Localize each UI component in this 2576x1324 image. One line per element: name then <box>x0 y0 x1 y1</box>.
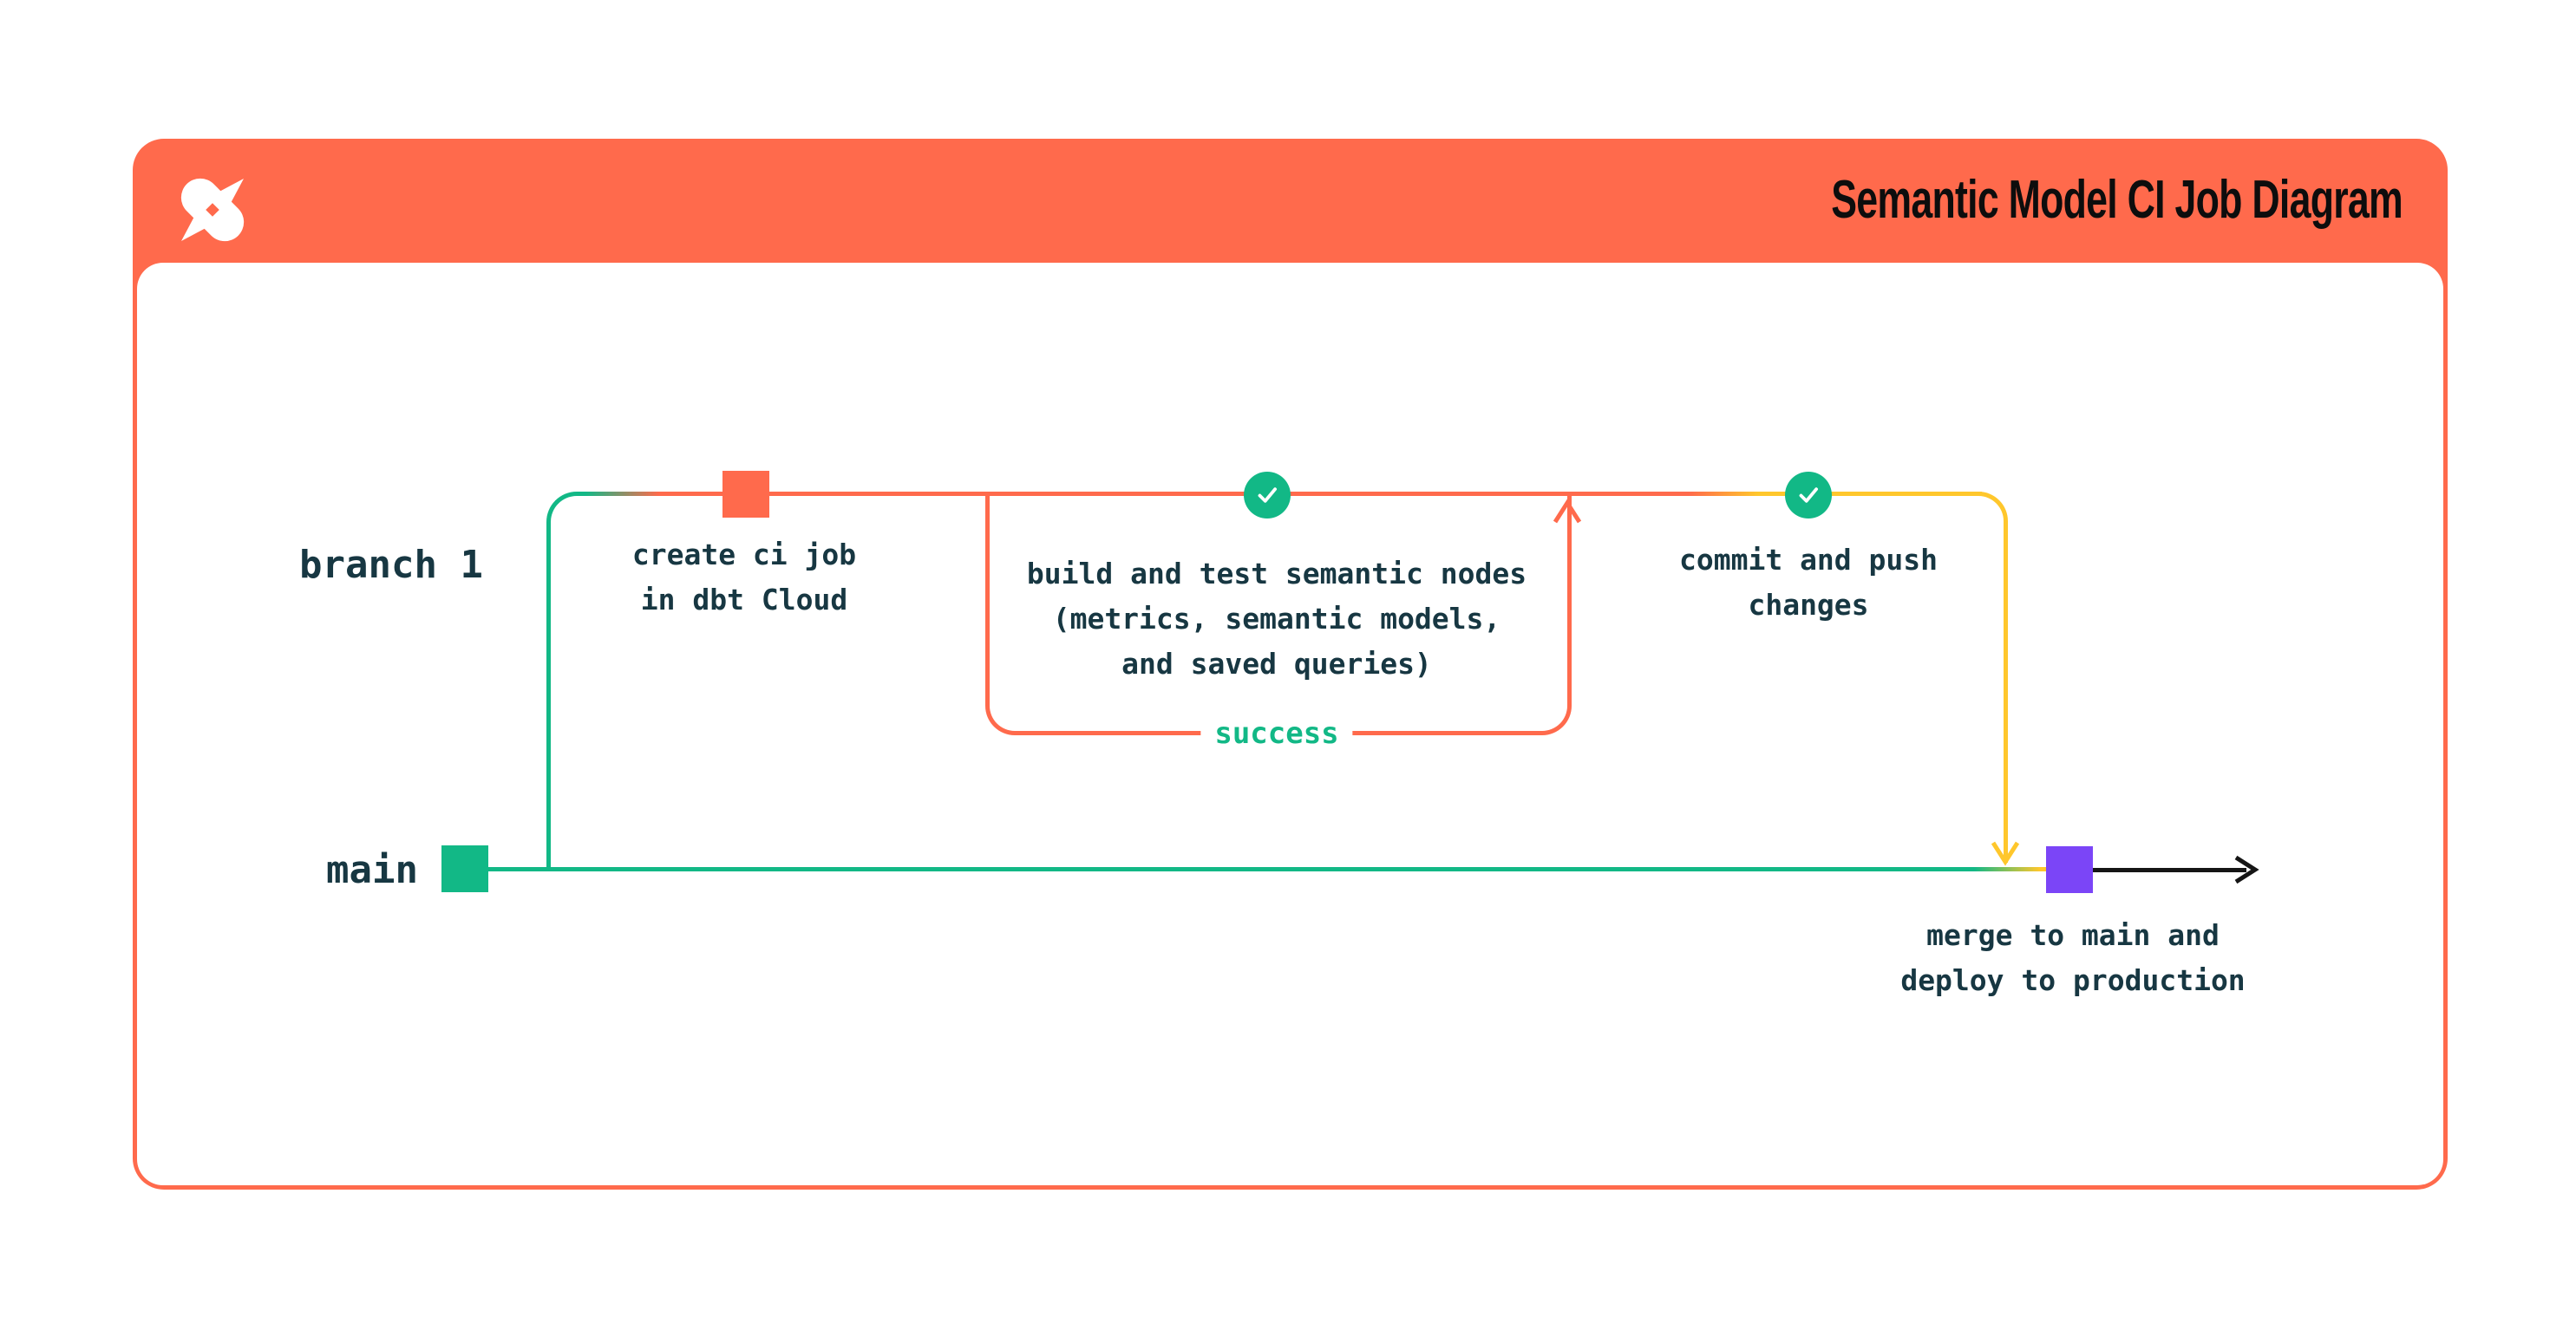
branch-merge-line <box>1978 492 2008 863</box>
deploy-line <box>2073 868 2246 872</box>
main-label: main <box>326 848 418 892</box>
success-label: success <box>1200 711 1353 756</box>
dbt-logo-icon <box>169 166 256 253</box>
arrow-down-icon <box>1991 841 2020 866</box>
merge-label: merge to main and deploy to production <box>1900 918 2246 997</box>
page-title: Semantic Model CI Job Diagram <box>1831 170 2403 230</box>
arrow-up-icon <box>1553 499 1582 524</box>
branch-label: branch 1 <box>299 543 483 587</box>
merge-node <box>2046 846 2093 893</box>
build-test-label: build and test semantic nodes (metrics, … <box>1026 557 1527 681</box>
branch-riser-line <box>546 492 579 871</box>
check-icon <box>1785 472 1832 519</box>
create-ci-node <box>722 471 769 518</box>
create-ci-label: create ci job in dbt Cloud <box>631 538 857 616</box>
arrow-right-icon <box>2234 855 2259 884</box>
main-start-node <box>441 845 488 892</box>
commit-push-label: commit and push changes <box>1678 543 1939 622</box>
check-icon <box>1244 472 1291 519</box>
main-line <box>465 867 2073 871</box>
